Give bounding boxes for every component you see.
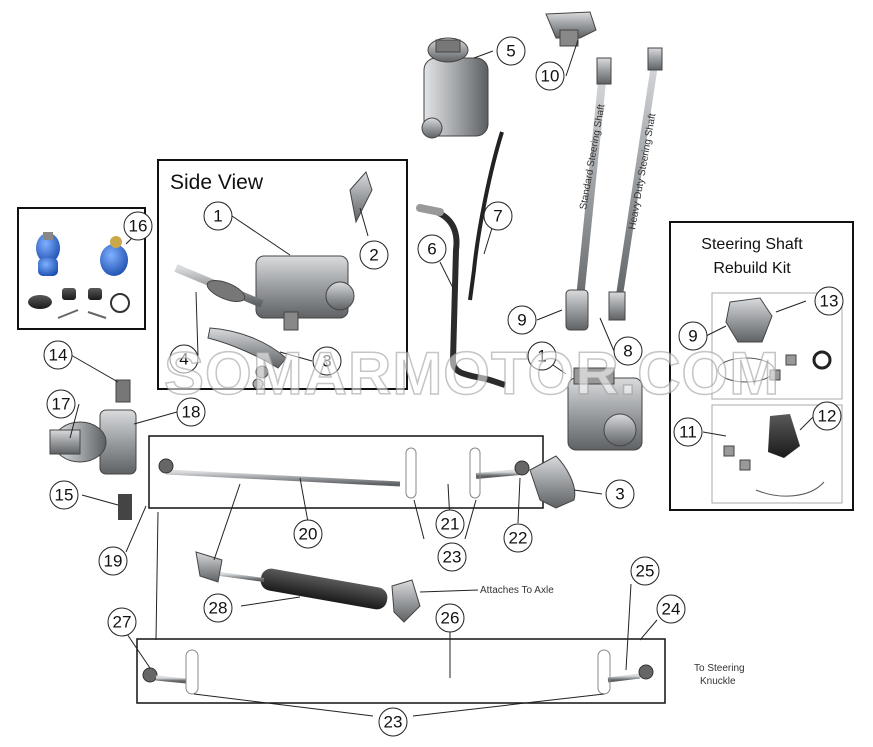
callout-16: 16 <box>123 211 153 241</box>
svg-text:13: 13 <box>820 292 839 311</box>
callout-19: 19 <box>98 546 128 576</box>
callout-9-main: 9 <box>507 305 537 335</box>
leader-lines <box>69 39 815 717</box>
attaches-to-axle-note: Attaches To Axle <box>480 585 554 596</box>
power-steering-pump <box>421 37 489 139</box>
svg-text:16: 16 <box>129 217 148 236</box>
callout-15: 15 <box>49 480 79 510</box>
svg-text:5: 5 <box>506 42 515 61</box>
callout-2: 2 <box>359 240 389 270</box>
steering-stabilizer <box>195 551 421 623</box>
svg-text:19: 19 <box>104 552 123 571</box>
watermark-text: SOMARMOTOR.COM <box>164 340 780 407</box>
callout-17: 17 <box>46 389 76 419</box>
callout-3-main: 3 <box>605 479 635 509</box>
ball-joint-kit-box <box>17 207 146 330</box>
svg-text:28: 28 <box>209 599 228 618</box>
rebuild-kit-parts <box>717 297 832 497</box>
rebuild-kit-box <box>669 221 854 511</box>
callout-3-side: 3 <box>312 346 342 376</box>
callout-11: 11 <box>673 417 703 447</box>
to-steering-knuckle-line2: Knuckle <box>700 676 736 687</box>
rebuild-kit-inner-bottom <box>711 404 843 504</box>
svg-text:25: 25 <box>636 562 655 581</box>
callout-27: 27 <box>107 607 137 637</box>
svg-text:3: 3 <box>615 485 624 504</box>
standard-steering-shaft <box>565 57 612 331</box>
svg-text:14: 14 <box>49 346 68 365</box>
callout-24: 24 <box>656 594 686 624</box>
callout-1-side: 1 <box>203 201 233 231</box>
svg-text:21: 21 <box>441 515 460 534</box>
svg-text:7: 7 <box>493 207 502 226</box>
callout-20: 20 <box>293 519 323 549</box>
callout-1-main: 1 <box>527 341 557 371</box>
steering-gearbox-main <box>567 367 643 451</box>
svg-text:15: 15 <box>55 486 74 505</box>
svg-text:3: 3 <box>322 352 331 371</box>
svg-text:26: 26 <box>441 609 460 628</box>
callout-26: 26 <box>435 603 465 633</box>
callout-18: 18 <box>176 397 206 427</box>
rebuild-kit-title-line2: Rebuild Kit <box>713 260 791 277</box>
side-view-box <box>157 159 408 390</box>
svg-text:22: 22 <box>509 529 528 548</box>
rebuild-kit-inner-top <box>711 292 843 400</box>
callout-13: 13 <box>814 286 844 316</box>
svg-text:12: 12 <box>818 407 837 426</box>
svg-text:9: 9 <box>688 327 697 346</box>
callout-22: 22 <box>503 523 533 553</box>
callout-28: 28 <box>203 593 233 623</box>
side-view-title: Side View <box>170 171 264 194</box>
pitman-arm-side-view <box>207 327 287 390</box>
svg-text:23: 23 <box>384 713 403 732</box>
callout-23-bottom: 23 <box>378 707 408 737</box>
tie-rod-assembly <box>158 447 530 499</box>
callout-6: 6 <box>417 234 447 264</box>
svg-text:11: 11 <box>679 423 697 442</box>
pitman-arm-main <box>529 455 576 509</box>
svg-text:17: 17 <box>52 395 71 414</box>
callout-5: 5 <box>496 36 526 66</box>
ball-joint-kit <box>28 232 130 319</box>
callout-10: 10 <box>535 61 565 91</box>
svg-text:20: 20 <box>299 525 318 544</box>
rebuild-kit-title-line1: Steering Shaft <box>701 236 803 253</box>
callout-25: 25 <box>630 556 660 586</box>
svg-text:6: 6 <box>427 240 436 259</box>
callout-7: 7 <box>483 201 513 231</box>
to-steering-knuckle-line1: To Steering <box>694 663 745 674</box>
callout-21: 21 <box>435 509 465 539</box>
callout-12: 12 <box>812 401 842 431</box>
callout-14: 14 <box>43 340 73 370</box>
svg-text:8: 8 <box>623 342 632 361</box>
svg-text:24: 24 <box>662 600 681 619</box>
svg-text:2: 2 <box>369 246 378 265</box>
svg-text:4: 4 <box>179 350 188 369</box>
steering-gearbox-side-view <box>255 171 373 331</box>
svg-text:18: 18 <box>182 403 201 422</box>
drag-link-assembly <box>142 649 654 695</box>
return-hose <box>468 131 504 301</box>
u-joint-part <box>545 11 597 47</box>
callout-23-mid: 23 <box>437 542 467 572</box>
svg-text:1: 1 <box>537 347 546 366</box>
svg-text:23: 23 <box>443 548 462 567</box>
drag-link-box <box>136 638 666 704</box>
callout-9-kit: 9 <box>678 321 708 351</box>
svg-text:9: 9 <box>517 311 526 330</box>
callout-8: 8 <box>613 336 643 366</box>
callout-4: 4 <box>169 344 199 374</box>
worm-shaft-side-view <box>174 264 264 308</box>
svg-text:1: 1 <box>213 207 222 226</box>
svg-text:10: 10 <box>541 67 560 86</box>
svg-text:27: 27 <box>113 613 132 632</box>
steering-knuckle <box>49 379 137 520</box>
heavy-duty-steering-shaft <box>608 47 663 321</box>
